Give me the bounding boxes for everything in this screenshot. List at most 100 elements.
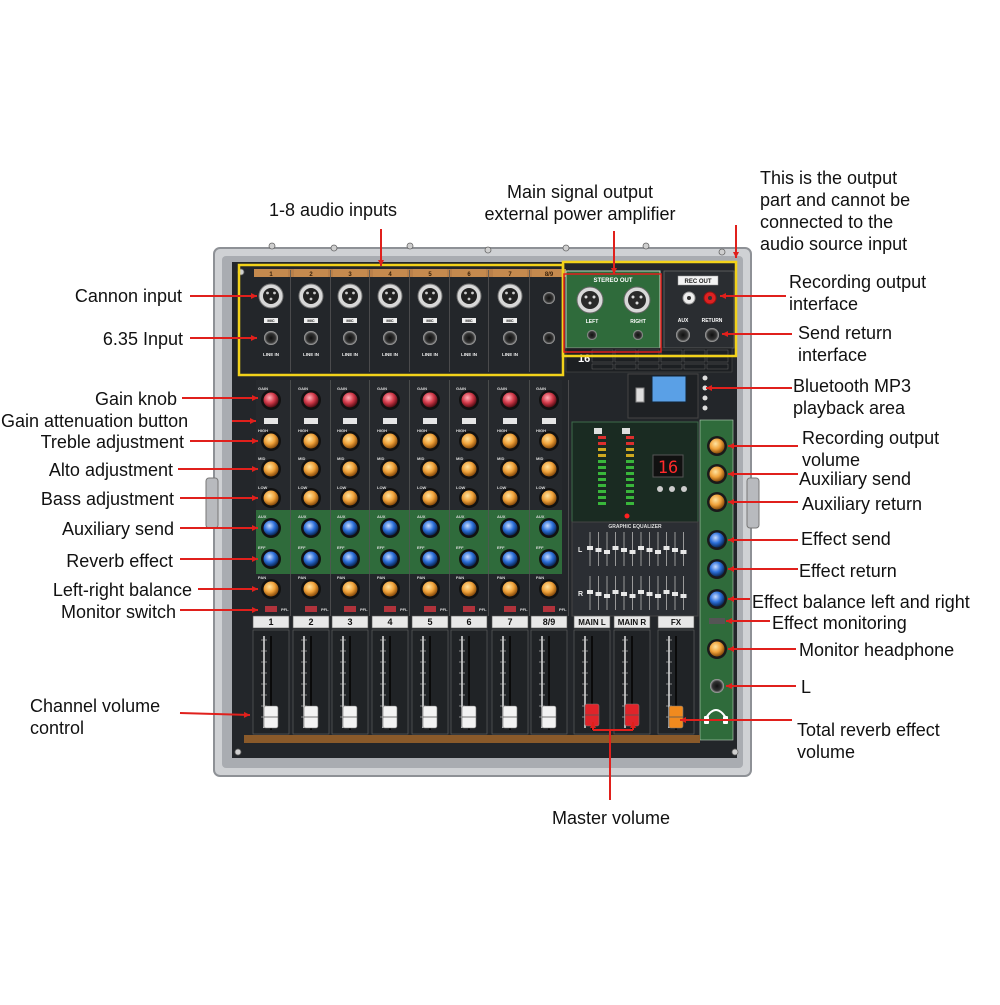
knob-icon: [342, 392, 358, 408]
meter-led: [598, 484, 606, 487]
arrowhead-icon: [252, 438, 258, 444]
label-gain-atten: Gain attenuation button: [1, 411, 189, 431]
row-aux-label: AUX: [337, 514, 346, 519]
row-gain-label: GAIN: [258, 386, 268, 391]
knob-icon: [541, 392, 557, 408]
row-pan-label: PAN: [298, 575, 306, 580]
channel-number-tab: [532, 269, 566, 277]
arrowhead-icon: [378, 260, 384, 266]
meter-led: [598, 442, 606, 445]
wood-strip-bottom: [244, 735, 700, 743]
eq-slider-cap: [587, 590, 593, 594]
knob-icon: [541, 551, 557, 567]
arrowhead-icon: [611, 268, 617, 274]
eq-slider-cap: [612, 590, 619, 594]
row-high-label: HIGH: [258, 428, 268, 433]
dsp-button-icon: [657, 486, 663, 492]
row-low-label: LOW: [377, 485, 387, 490]
arrowhead-icon: [252, 586, 258, 592]
arrowhead-icon: [252, 525, 258, 531]
knob-icon: [422, 433, 438, 449]
fader-label-bg: [331, 615, 369, 629]
channel-number-tab: [333, 269, 367, 277]
graphic-eq-label: GRAPHIC EQUALIZER: [608, 524, 662, 530]
label-rec-out-iface: Recording output interface: [789, 272, 927, 314]
mic-label-bg: [503, 318, 517, 323]
return-jack-label: RETURN: [702, 318, 723, 324]
arrowhead-icon: [590, 722, 596, 728]
knob-icon: [382, 520, 398, 536]
meter-led: [626, 436, 634, 439]
eq-l-label: L: [578, 547, 583, 554]
eq-slider-cap: [663, 546, 670, 550]
row-gain-label: GAIN: [298, 386, 308, 391]
row-eff-label: EFF: [456, 545, 464, 550]
pfl-button: [543, 606, 555, 612]
xlr-input-core-icon: [303, 288, 319, 304]
xlr-input-core-icon: [263, 288, 279, 304]
row-mid-label: MID: [497, 456, 504, 461]
row-gain-label: GAIN: [497, 386, 507, 391]
row-aux-label: AUX: [536, 514, 545, 519]
row-pan-label: PAN: [337, 575, 345, 580]
eq-slider-cap: [646, 592, 653, 596]
knob-icon: [709, 591, 725, 607]
eq-slider-cap: [629, 550, 636, 554]
mic-label: MIC: [426, 318, 433, 323]
xlr-pin-icon: [348, 297, 352, 301]
atten-button: [343, 418, 357, 424]
row-gain-label: GAIN: [377, 386, 387, 391]
eq-slider-cap: [638, 546, 644, 550]
meter-led: [598, 466, 606, 469]
knob-icon: [382, 461, 398, 477]
knob-icon: [263, 433, 279, 449]
eq-slider-cap: [655, 594, 661, 598]
fader-label: 2: [308, 617, 313, 627]
mic-label-bg: [304, 318, 318, 323]
mp3-button-icon: [702, 405, 708, 411]
label-channel-volume: Channel volume control: [30, 696, 161, 738]
aux-jack-label: AUX: [678, 318, 689, 324]
eq-slider-cap: [595, 548, 602, 552]
eq-slider-cap: [629, 594, 636, 598]
line-in-jack-icon: [503, 331, 517, 345]
right-knobs: [707, 436, 727, 659]
row-low-label: LOW: [337, 485, 347, 490]
channel-number-tab: [254, 269, 288, 277]
meter-led: [598, 502, 606, 505]
fader-label: 4: [387, 617, 392, 627]
channel-number-label: 5: [428, 272, 432, 278]
fader-label: 3: [347, 617, 352, 627]
knob-icon: [263, 581, 279, 597]
atten-button: [383, 418, 397, 424]
xlr-pin-icon: [392, 291, 395, 295]
knob-icon: [502, 581, 518, 597]
xlr-pin-icon: [345, 291, 348, 295]
screw-icon: [562, 244, 570, 252]
screw-icon: [731, 748, 739, 756]
highlight-output-section: [561, 260, 738, 358]
label-audio-inputs: 1-8 audio inputs: [268, 200, 398, 220]
arrowhead-icon: [728, 443, 734, 449]
fader-label: MAIN R: [618, 618, 647, 627]
knob-icon: [303, 490, 319, 506]
dsp-button-icon: [669, 486, 675, 492]
dsp-led-display: [652, 454, 684, 478]
dsp-preset-cell: [706, 363, 729, 370]
knob-icon: [541, 461, 557, 477]
mic-label: MIC: [506, 318, 513, 323]
xlr-pin-icon: [428, 297, 432, 301]
knob-icon: [342, 551, 358, 567]
meter-led: [598, 454, 606, 457]
meter-led: [626, 496, 634, 499]
channel-number-tab: [373, 269, 407, 277]
knob-icon: [263, 520, 279, 536]
row-pan-label: PAN: [377, 575, 385, 580]
eq-slider-cap: [604, 550, 610, 554]
xlr-pin-icon: [313, 291, 316, 295]
meter-l-tag: [594, 428, 602, 434]
row-low-label: LOW: [497, 485, 507, 490]
row-low-label: LOW: [298, 485, 308, 490]
pfl-label: PFL: [281, 607, 289, 612]
pfl-button: [344, 606, 356, 612]
